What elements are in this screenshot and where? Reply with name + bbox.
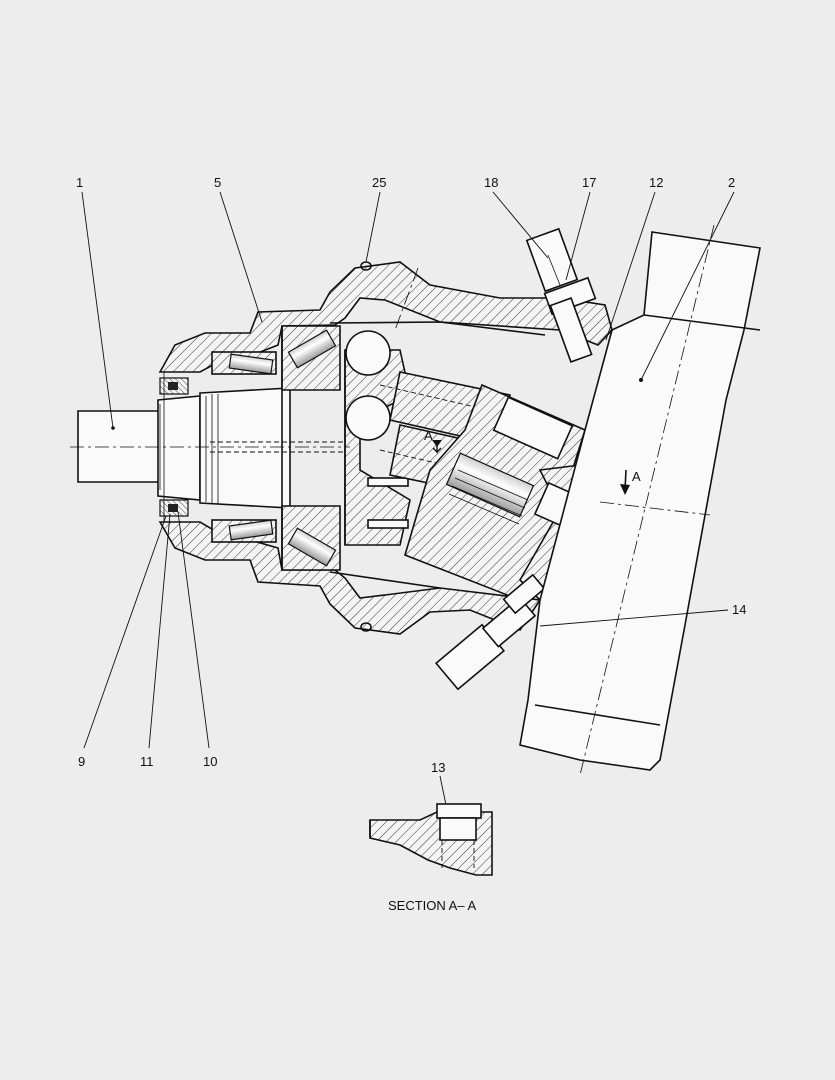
callout-17: 17 xyxy=(582,175,596,190)
plug-valve-upper xyxy=(525,227,597,363)
callout-1: 1 xyxy=(76,175,83,190)
drive-shaft xyxy=(77,387,360,509)
rear-tapered-bearing xyxy=(281,325,341,571)
callout-13: 13 xyxy=(431,760,445,775)
leader-lines xyxy=(81,191,735,806)
callout-10: 10 xyxy=(203,754,217,769)
callout-12: 12 xyxy=(649,175,663,190)
callout-numbers: 1 5 25 18 17 12 2 14 9 11 10 13 xyxy=(76,175,746,775)
section-marker-left: A xyxy=(424,428,442,454)
callout-2: 2 xyxy=(728,175,735,190)
port-block xyxy=(519,224,761,776)
section-a-a-detail xyxy=(369,803,493,876)
section-mark-right-label: A xyxy=(632,469,641,484)
plug-valve-lower xyxy=(434,573,546,691)
front-tapered-bearing xyxy=(211,351,277,543)
shaft-seal-assembly xyxy=(159,372,189,522)
callout-11: 11 xyxy=(140,754,154,769)
section-mark-left-label: A xyxy=(424,428,433,443)
callout-9: 9 xyxy=(78,754,85,769)
callout-5: 5 xyxy=(214,175,221,190)
callout-14: 14 xyxy=(732,602,746,617)
callout-25: 25 xyxy=(372,175,386,190)
section-caption: SECTION A– A xyxy=(388,898,476,913)
callout-18: 18 xyxy=(484,175,498,190)
section-marker-right: A xyxy=(620,469,641,495)
